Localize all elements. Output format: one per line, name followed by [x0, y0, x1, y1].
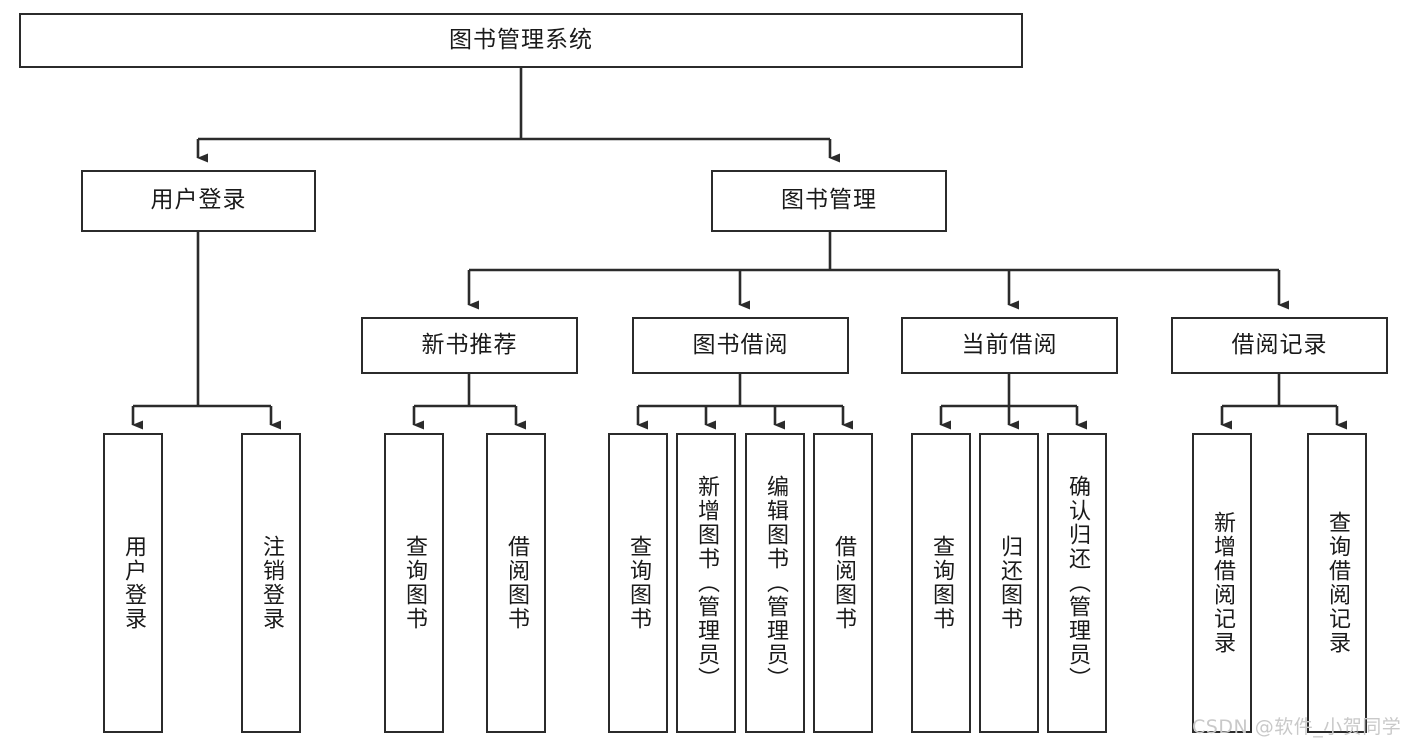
- node-label: 图书管理: [781, 187, 877, 214]
- node-label: 编辑图书（管理员）: [762, 475, 788, 691]
- node-label: 归还图书: [996, 535, 1022, 631]
- node-label: 借阅图书: [830, 535, 856, 631]
- leaf-record-add-borrow-record[interactable]: 新增借阅记录: [1192, 433, 1252, 733]
- leaf-newbook-borrow-book[interactable]: 借阅图书: [486, 433, 546, 733]
- node-label: 查询图书: [401, 535, 427, 631]
- node-label: 当前借阅: [961, 331, 1058, 358]
- leaf-borrow-borrow-book[interactable]: 借阅图书: [813, 433, 873, 733]
- node-label: 新增借阅记录: [1209, 511, 1235, 655]
- node-label: 用户登录: [120, 535, 146, 631]
- node-label: 用户登录: [150, 187, 247, 214]
- node-root-system[interactable]: 图书管理系统: [19, 13, 1023, 68]
- leaf-newbook-query-book[interactable]: 查询图书: [384, 433, 444, 733]
- leaf-logout[interactable]: 注销登录: [241, 433, 301, 733]
- leaf-user-login[interactable]: 用户登录: [103, 433, 163, 733]
- leaf-current-return-book[interactable]: 归还图书: [979, 433, 1039, 733]
- node-label: 新增图书（管理员）: [693, 475, 719, 691]
- node-label: 图书借阅: [692, 331, 789, 358]
- node-label: 借阅记录: [1231, 331, 1328, 358]
- node-label: 新书推荐: [421, 331, 518, 358]
- leaf-borrow-query-book[interactable]: 查询图书: [608, 433, 668, 733]
- node-new-book-recommend[interactable]: 新书推荐: [361, 317, 578, 374]
- node-label: 查询图书: [928, 535, 954, 631]
- node-label: 查询借阅记录: [1324, 511, 1350, 655]
- leaf-borrow-add-book-admin[interactable]: 新增图书（管理员）: [676, 433, 736, 733]
- leaf-record-query-borrow-record[interactable]: 查询借阅记录: [1307, 433, 1367, 733]
- node-book-borrow[interactable]: 图书借阅: [632, 317, 849, 374]
- node-label: 查询图书: [625, 535, 651, 631]
- node-label: 图书管理系统: [449, 26, 593, 53]
- node-user-login[interactable]: 用户登录: [81, 170, 316, 232]
- node-current-borrow[interactable]: 当前借阅: [901, 317, 1118, 374]
- node-label: 注销登录: [258, 535, 284, 631]
- leaf-current-confirm-return-admin[interactable]: 确认归还（管理员）: [1047, 433, 1107, 733]
- leaf-current-query-book[interactable]: 查询图书: [911, 433, 971, 733]
- node-book-management[interactable]: 图书管理: [711, 170, 947, 232]
- csdn-watermark: CSDN @软件_小贺同学: [1192, 716, 1402, 738]
- node-borrow-record[interactable]: 借阅记录: [1171, 317, 1388, 374]
- node-label: 借阅图书: [503, 535, 529, 631]
- node-label: 确认归还（管理员）: [1064, 475, 1090, 691]
- leaf-borrow-edit-book-admin[interactable]: 编辑图书（管理员）: [745, 433, 805, 733]
